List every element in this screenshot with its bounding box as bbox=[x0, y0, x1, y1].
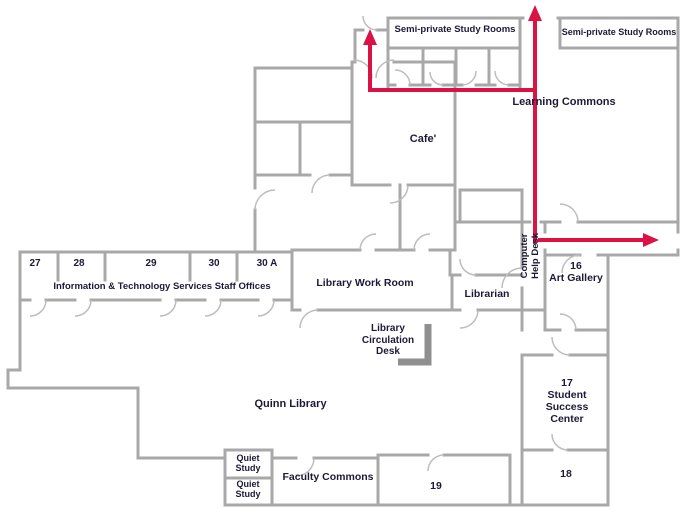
room-label-quiet-study-top: Quiet Study bbox=[235, 453, 261, 474]
room-label-quinn-library: Quinn Library bbox=[254, 398, 327, 410]
office-number-30: 30 bbox=[208, 258, 220, 269]
room-label-18: 18 bbox=[560, 468, 572, 480]
route-arrow-up-main bbox=[528, 5, 542, 21]
room-label-student-success-center: 17 Student Success Center bbox=[533, 377, 601, 425]
art-gallery-name: Art Gallery bbox=[549, 272, 603, 285]
office-number-29: 29 bbox=[145, 258, 157, 269]
art-gallery-number: 16 bbox=[570, 260, 582, 272]
room-label-cafe: Cafe' bbox=[409, 133, 437, 145]
room-label-quiet-study-bottom: Quiet Study bbox=[235, 479, 261, 500]
door-arcs bbox=[29, 15, 581, 477]
room-label-learning-commons: Learning Commons bbox=[512, 96, 616, 108]
office-number-28: 28 bbox=[73, 258, 85, 269]
student-success-number: 17 bbox=[561, 377, 573, 389]
walls bbox=[6, 16, 680, 507]
room-label-faculty-commons: Faculty Commons bbox=[282, 471, 374, 483]
offices-caption: Information & Technology Services Staff … bbox=[53, 281, 271, 292]
office-number-30a: 30 A bbox=[256, 258, 278, 269]
route-line-branch bbox=[368, 40, 535, 92]
room-label-circulation-desk: Library Circulation Desk bbox=[361, 323, 415, 357]
student-success-name: Student Success Center bbox=[545, 389, 589, 426]
room-label-semi-private-right: Semi-private Study Rooms bbox=[561, 27, 677, 37]
room-label-semi-private-left: Semi-private Study Rooms bbox=[394, 24, 516, 35]
circulation-desk-shape bbox=[398, 324, 432, 366]
room-label-art-gallery: 16 Art Gallery bbox=[547, 260, 605, 284]
room-label-librarian: Librarian bbox=[464, 288, 510, 300]
room-label-library-work-room: Library Work Room bbox=[316, 277, 414, 289]
room-label-19: 19 bbox=[430, 480, 442, 492]
office-number-27: 27 bbox=[29, 258, 41, 269]
route-arrow-right bbox=[643, 233, 659, 247]
room-label-computer-help-desk: Computer Help Desk bbox=[519, 232, 541, 279]
route-arrow-up-branch bbox=[363, 29, 377, 45]
